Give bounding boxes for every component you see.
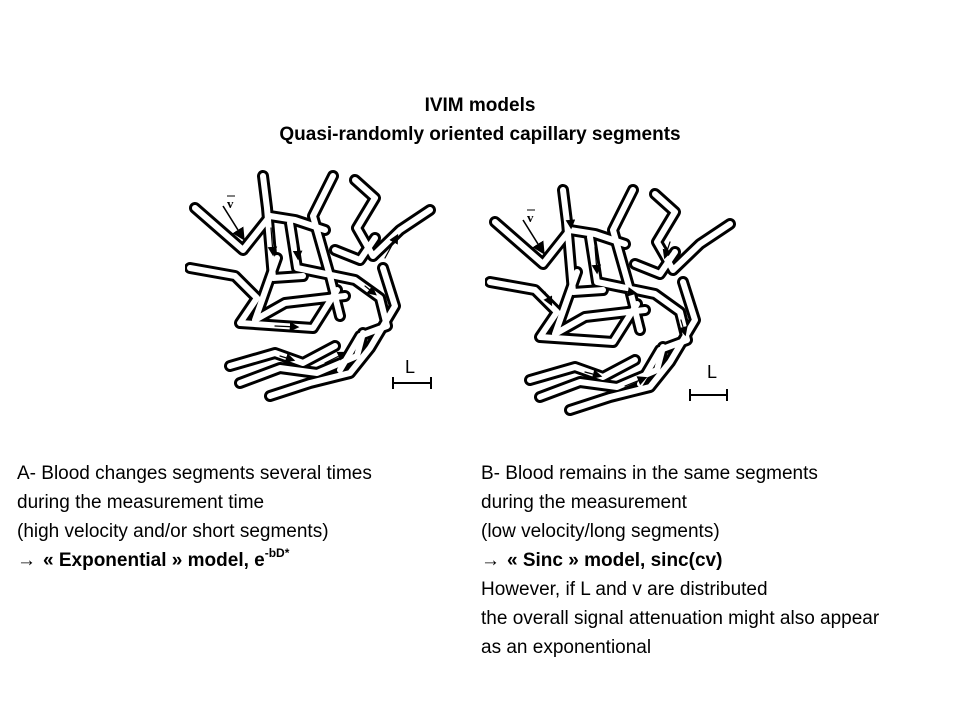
title-capillary-segments: Quasi-randomly oriented capillary segmen… — [279, 124, 681, 145]
title-ivim-models: IVIM models — [424, 95, 536, 116]
exponential-model-label: « Exponential » model, e — [43, 550, 265, 571]
velocity-vector-b: v — [522, 209, 545, 255]
capillary-tubes — [185, 170, 436, 402]
velocity-label-a: v — [227, 196, 234, 211]
panel-b-line-1: B- Blood remains in the same segments — [481, 463, 818, 484]
scale-bar-a: L — [392, 357, 432, 389]
panel-b-description: B- Blood remains in the same segments du… — [481, 459, 879, 662]
panel-a-model-line: → « Exponential » model, e-bD* — [17, 546, 372, 575]
panel-a-description: A- Blood changes segments several times … — [17, 459, 372, 575]
capillary-network-diagram-b: v L — [485, 184, 736, 416]
scale-bar-b: L — [689, 362, 728, 401]
panel-b-line-7: as an exponentional — [481, 637, 652, 658]
panel-b-model-line: → « Sinc » model, sinc(cv) — [481, 546, 879, 575]
panel-b-line-3: (low velocity/long segments) — [481, 521, 720, 542]
panel-b-line-2: during the measurement — [481, 492, 687, 513]
panel-a-line-3: (high velocity and/or short segments) — [17, 521, 329, 542]
arrow-right-icon: → — [17, 550, 36, 571]
arrow-right-icon: → — [481, 550, 500, 571]
panel-b-line-6: the overall signal attenuation might als… — [481, 608, 880, 629]
panel-a-line-2: during the measurement time — [17, 492, 265, 513]
capillary-tubes — [485, 184, 736, 416]
velocity-label-b: v — [527, 210, 534, 225]
sinc-model-label: « Sinc » model, sinc(cv) — [507, 550, 723, 571]
panel-b-line-5: However, if L and v are distributed — [481, 579, 768, 600]
scale-label-a: L — [405, 357, 415, 377]
velocity-vector-a: v — [222, 195, 245, 241]
scale-label-b: L — [707, 362, 717, 382]
panel-a-line-1: A- Blood changes segments several times — [17, 463, 372, 484]
capillary-network-diagram-a: v L — [185, 170, 436, 402]
exponent-superscript: -bD* — [264, 545, 290, 560]
